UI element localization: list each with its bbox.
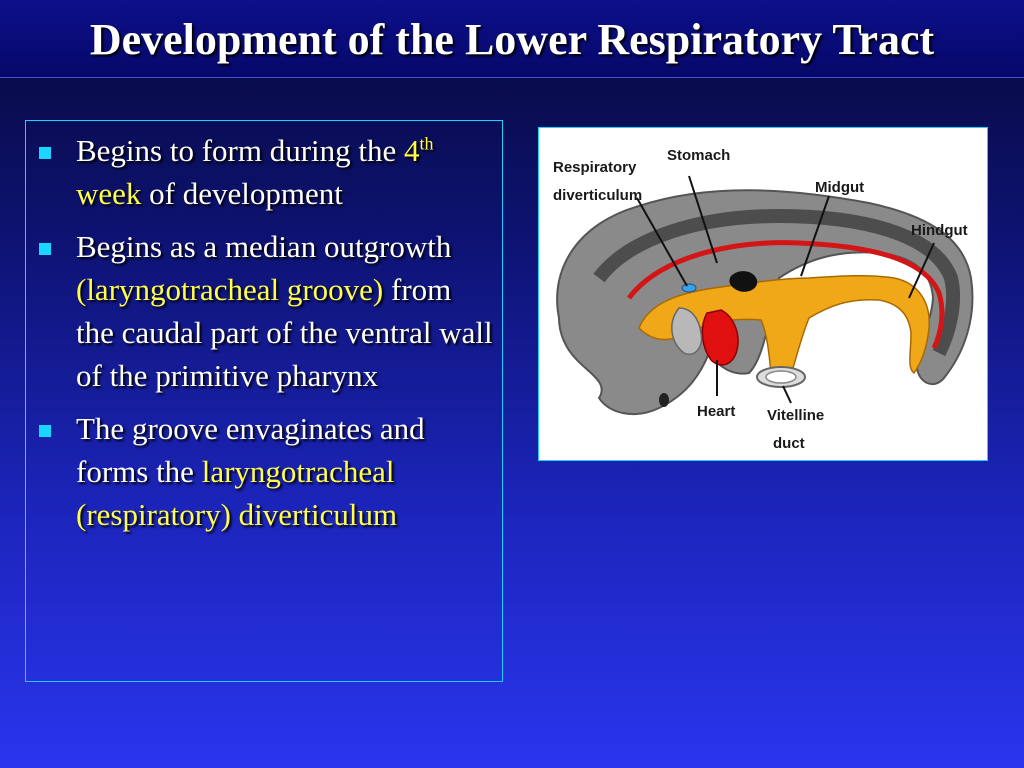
label-heart: Heart bbox=[697, 403, 735, 420]
square-bullet-icon bbox=[39, 147, 51, 159]
highlighted-text: laryngotracheal (respiratory) diverticul… bbox=[76, 454, 398, 532]
highlighted-text: (laryngotracheal groove) bbox=[76, 272, 384, 307]
bullet-text: of development bbox=[141, 176, 343, 211]
bullet-item: Begins as a median outgrowth (laryngotra… bbox=[26, 225, 496, 397]
highlighted-text: th bbox=[419, 133, 434, 154]
bullet-list: Begins to form during the 4th week of de… bbox=[26, 129, 496, 546]
label-respiratory-line1: Respiratory bbox=[553, 159, 637, 176]
bullet-text: Begins as a median outgrowth bbox=[76, 229, 452, 264]
bullet-item: The groove envaginates and forms the lar… bbox=[26, 407, 496, 536]
dorsal-aorta bbox=[627, 240, 945, 350]
label-respiratory-line2: diverticulum bbox=[553, 187, 642, 204]
respiratory-diverticulum-spot bbox=[681, 283, 697, 293]
highlighted-text: week bbox=[76, 176, 142, 211]
gut-tube bbox=[638, 274, 930, 375]
bullet-item: Begins to form during the 4th week of de… bbox=[26, 129, 496, 215]
bullet-text: Begins to form during the bbox=[76, 133, 405, 168]
square-bullet-icon bbox=[39, 425, 51, 437]
highlighted-text: 4 bbox=[404, 133, 420, 168]
square-bullet-icon bbox=[39, 243, 51, 255]
title-bar: Development of the Lower Respiratory Tra… bbox=[0, 0, 1024, 78]
bullet-text-box: Begins to form during the 4th week of de… bbox=[25, 120, 503, 682]
bullet-text: from the caudal part of the ventral wall… bbox=[76, 272, 493, 393]
label-vitelline-line1: Vitelline bbox=[767, 407, 824, 424]
heart-shape bbox=[701, 309, 739, 366]
embryo-diagram: Respiratory diverticulum Stomach Midgut … bbox=[538, 127, 988, 461]
bullet-text: The groove envaginates and forms the bbox=[76, 411, 425, 489]
label-midgut: Midgut bbox=[815, 179, 864, 196]
label-hindgut: Hindgut bbox=[911, 222, 968, 239]
label-stomach: Stomach bbox=[667, 147, 730, 164]
label-vitelline-line2: duct bbox=[773, 435, 805, 452]
slide-title: Development of the Lower Respiratory Tra… bbox=[89, 15, 935, 64]
embryo-illustration: Respiratory diverticulum Stomach Midgut … bbox=[553, 147, 974, 452]
stomach-dark-region bbox=[729, 271, 758, 292]
